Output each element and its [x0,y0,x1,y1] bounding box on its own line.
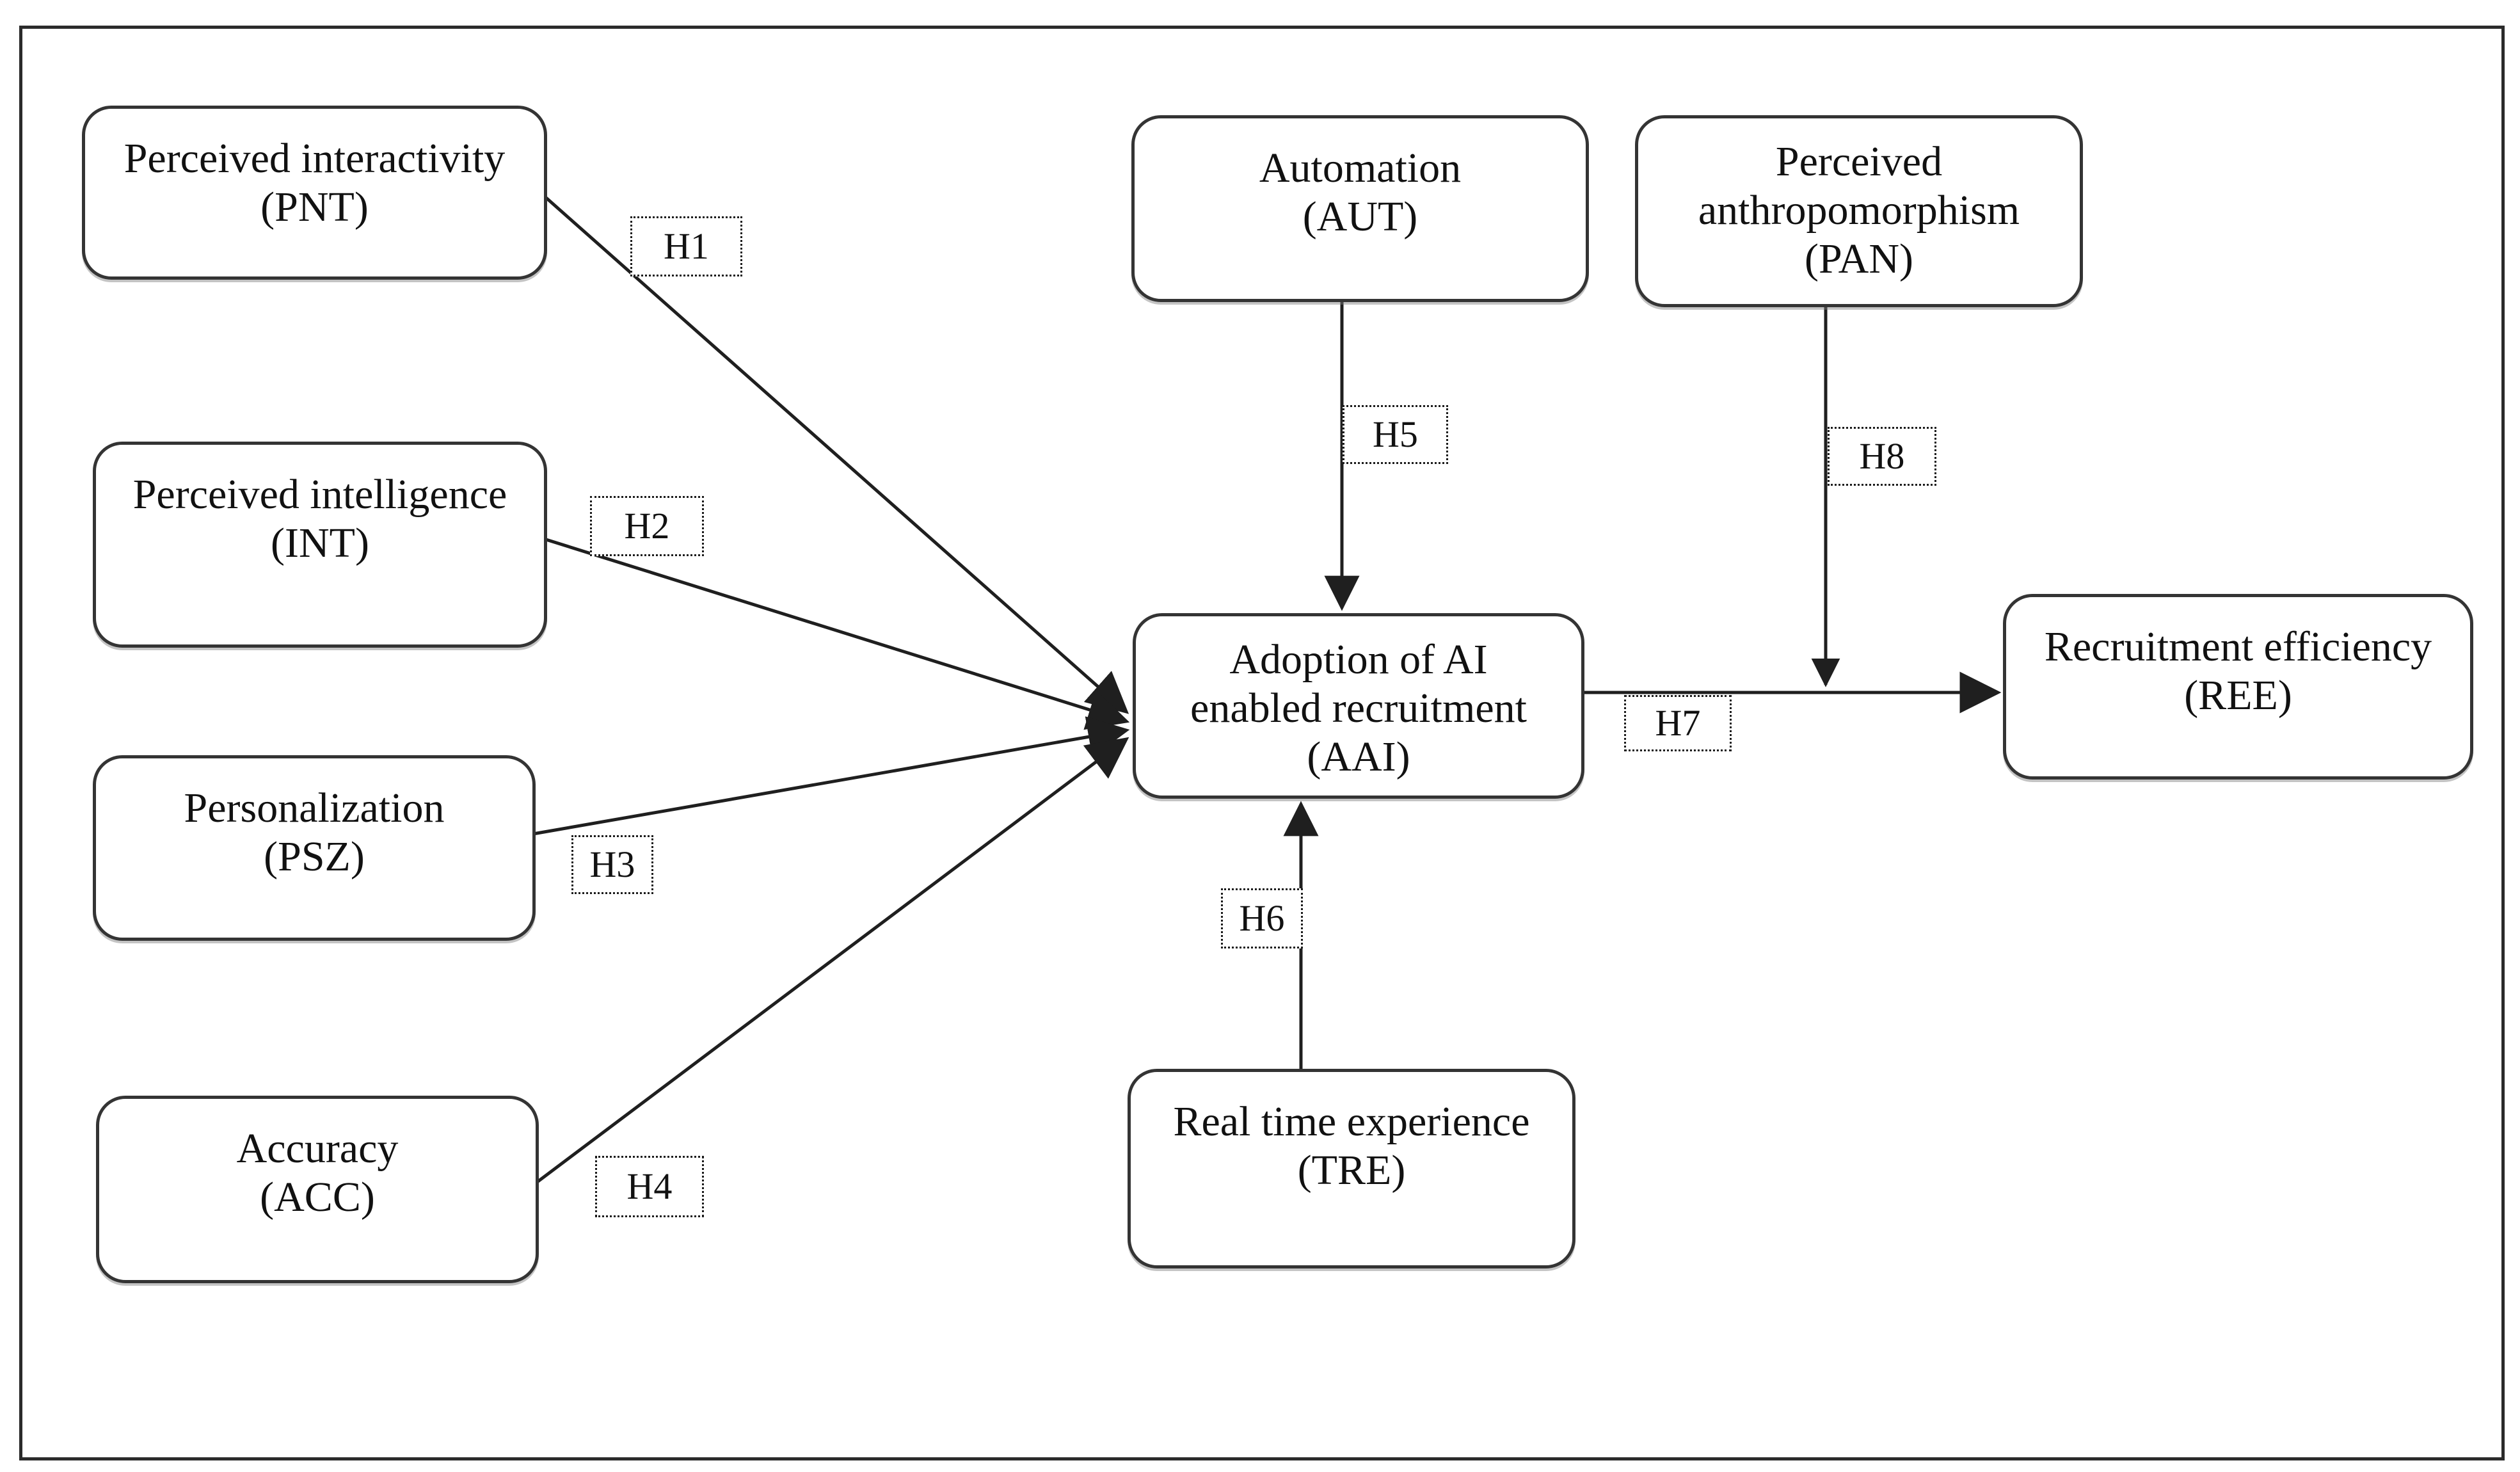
node-label-line: Perceived intelligence [132,471,507,518]
hypothesis-label-h7: H7 [1624,695,1732,751]
node-label-line: enabled recruitment [1190,685,1527,732]
node-label-line: Perceived interactivity [124,135,506,182]
node-label-line: (REE) [2184,672,2292,719]
node-label-line: Automation [1259,145,1462,191]
node-accuracy-acc: Accuracy (ACC) [96,1096,539,1283]
node-perceived-interactivity-pnt: Perceived interactivity (PNT) [82,106,547,280]
node-label-line: (AAI) [1307,733,1410,780]
hypothesis-label-h4: H4 [595,1156,704,1217]
node-label-line: Adoption of AI [1229,636,1488,683]
hypothesis-label-h3: H3 [571,835,653,894]
arrow-h1-pnt-to-aai [543,195,1129,714]
hypothesis-label-h8: H8 [1828,427,1936,486]
node-label-line: Personalization [184,785,445,831]
node-label-line: (PNT) [260,184,369,230]
node-real-time-experience-tre: Real time experience (TRE) [1128,1069,1575,1268]
arrow-h3-psz-to-aai [532,716,1130,836]
node-label-line: Perceived [1775,138,1943,185]
node-automation-aut: Automation (AUT) [1131,115,1589,302]
node-label-line: Real time experience [1173,1098,1530,1145]
hypothesis-label-h2: H2 [590,496,704,556]
arrow-h2-int-to-aai [543,537,1130,730]
node-label-line: Accuracy [236,1125,399,1172]
node-label-line: (TRE) [1297,1147,1406,1194]
node-personalization-psz: Personalization (PSZ) [93,755,536,941]
node-label-line: (INT) [271,520,369,566]
node-label-line: anthropomorphism [1698,187,2020,234]
hypothesis-label-h6: H6 [1221,888,1303,948]
node-perceived-anthropomorphism-pan: Perceived anthropomorphism (PAN) [1635,115,2083,307]
node-label-line: (AUT) [1302,193,1418,240]
node-adoption-of-ai-enabled-recruitment-aai: Adoption of AI enabled recruitment (AAI) [1133,613,1584,799]
node-recruitment-efficiency-ree: Recruitment efficiency (REE) [2003,594,2473,780]
node-label-line: (ACC) [260,1174,375,1220]
node-label-line: (PSZ) [264,833,365,880]
hypothesis-label-h1: H1 [630,216,742,276]
node-perceived-intelligence-int: Perceived intelligence (INT) [93,442,547,648]
hypothesis-label-h5: H5 [1343,405,1448,464]
node-label-line: Recruitment efficiency [2044,623,2432,670]
node-label-line: (PAN) [1805,236,1913,282]
arrow-h4-acc-to-aai [535,737,1129,1184]
